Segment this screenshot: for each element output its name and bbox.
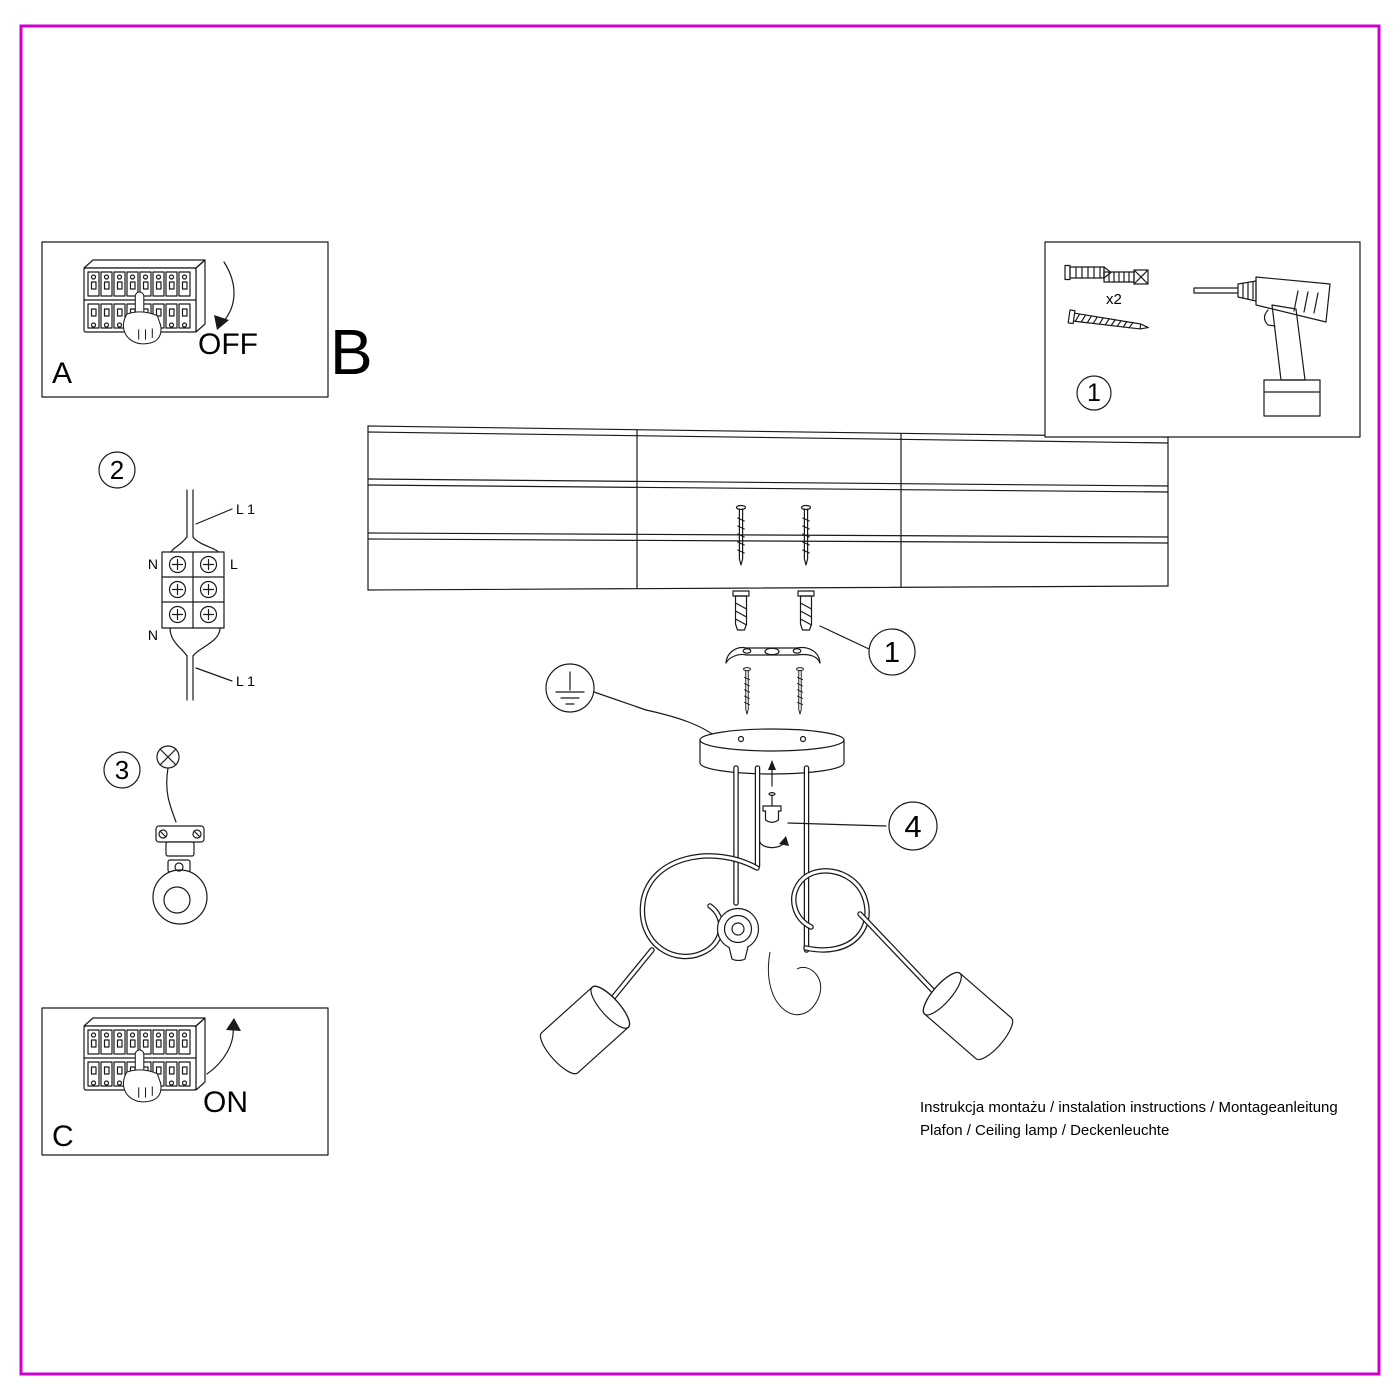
ground-wire <box>166 767 177 823</box>
footer-line2: Plafon / Ceiling lamp / Deckenleuchte <box>920 1122 1169 1139</box>
hardware-box: x2 1 <box>1044 241 1361 438</box>
step-3-circle <box>103 751 141 789</box>
callout-4-circle <box>888 801 938 851</box>
callout-4-leader <box>787 822 887 827</box>
center-socket-icon <box>716 907 760 962</box>
anchor-qty-label: x2 <box>1106 291 1122 308</box>
panel-c-label: C <box>52 1120 74 1153</box>
up-arrow-icon <box>768 760 776 787</box>
step-2-circle <box>98 451 136 489</box>
wiring-step: 2 L 1 N L N L 1 <box>98 451 255 701</box>
lamp-rods <box>733 765 810 953</box>
bracket-screw-left-icon <box>743 667 751 715</box>
callout-1-number: 1 <box>884 637 900 669</box>
lampshade-right-icon <box>922 971 1014 1061</box>
wall-anchor-right-icon <box>797 590 815 631</box>
cable-clamp-icon <box>155 825 205 857</box>
hanging-cord-icon <box>767 951 822 1016</box>
wall-anchor-left-icon <box>732 590 750 631</box>
wire-label-l1-top: L 1 <box>236 501 255 517</box>
on-label: ON <box>203 1086 248 1119</box>
dowel-anchors-icon <box>1064 264 1149 285</box>
wire-label-n-top: N <box>148 556 158 572</box>
ground-screw-icon <box>156 745 180 769</box>
step-2-number: 2 <box>110 455 124 485</box>
callout-4-number: 4 <box>904 809 921 844</box>
arrow-up-icon <box>206 1025 234 1075</box>
lamp-arms <box>605 853 941 1016</box>
strain-relief-icon <box>152 859 208 925</box>
terminal-block-icon <box>161 489 233 701</box>
wire-label-l-top: L <box>230 556 238 572</box>
page-border <box>19 24 1381 1376</box>
panel-a: OFF A <box>41 241 329 398</box>
panel-b-label: B <box>330 316 373 388</box>
callout-1-leader <box>819 625 870 650</box>
footer: Instrukcja montażu / instalation instruc… <box>920 1099 1338 1139</box>
step-1-number: 1 <box>1087 379 1101 407</box>
step-3-number: 3 <box>115 755 129 785</box>
ground-symbol <box>545 663 720 740</box>
ceiling-planks <box>367 425 1169 591</box>
mounting-bracket-icon <box>725 646 821 664</box>
ground-step: 3 <box>103 745 208 925</box>
panel-a-label: A <box>52 357 72 390</box>
off-label: OFF <box>198 328 258 361</box>
adapter-part: 4 <box>759 791 938 851</box>
drill-icon <box>1193 276 1331 417</box>
wire-label-l1-bottom: L 1 <box>236 673 255 689</box>
arrow-down-icon <box>222 261 235 323</box>
wire-label-n-bottom: N <box>148 627 158 643</box>
screw-icon <box>1067 309 1149 330</box>
step-1-circle <box>1076 375 1112 411</box>
lampshade-left-icon <box>539 985 631 1075</box>
footer-line1: Instrukcja montażu / instalation instruc… <box>920 1099 1338 1116</box>
panel-c: ON C <box>41 1007 329 1156</box>
bracket-screw-right-icon <box>796 667 804 715</box>
callout-1-circle <box>868 628 916 676</box>
mounting-hardware: 1 <box>725 504 916 715</box>
